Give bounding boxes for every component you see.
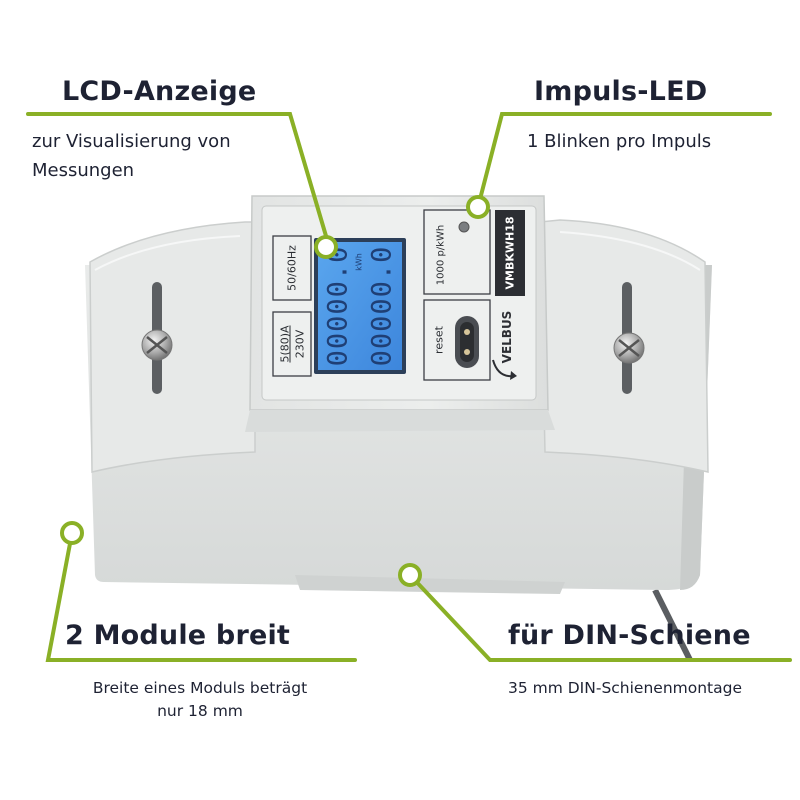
modules-callout-line1: Breite eines Moduls beträgt	[92, 679, 308, 697]
lcd-callout-line	[26, 112, 328, 238]
model-strip	[495, 210, 525, 296]
lcd-callout-dot	[314, 235, 338, 259]
din-callout-title: für DIN-Schiene	[508, 620, 751, 651]
din-callout-line	[408, 573, 792, 662]
impulse-led	[458, 221, 470, 233]
lcd-callout-description: zur Visualisierung von Messungen	[32, 127, 231, 185]
lcd-callout-title: LCD-Anzeige	[62, 76, 257, 107]
reset-box	[423, 299, 491, 381]
led-callout-line1: 1 Blinken pro Impuls	[527, 131, 712, 152]
lcd-callout-line1: zur Visualisierung von	[32, 131, 231, 152]
lcd-screen	[318, 242, 402, 370]
modules-callout-title: 2 Module breit	[65, 620, 291, 651]
din-callout-line1: 35 mm DIN-Schienenmontage	[507, 679, 743, 697]
frequency-box	[272, 235, 312, 301]
led-callout-dot	[466, 195, 490, 219]
modules-callout-description: Breite eines Moduls beträgt nur 18 mm	[40, 677, 360, 723]
cable	[652, 588, 693, 662]
lcd-callout-line2: Messungen	[32, 160, 135, 181]
led-callout-title: Impuls-LED	[534, 76, 708, 107]
rating-box	[272, 311, 312, 377]
din-callout-dot	[398, 563, 422, 587]
modules-callout-dot	[60, 521, 84, 545]
modules-callout-line2: nur 18 mm	[157, 702, 243, 720]
led-callout-line	[476, 112, 772, 209]
modules-callout-line	[45, 531, 357, 662]
pulse-box	[423, 209, 491, 295]
